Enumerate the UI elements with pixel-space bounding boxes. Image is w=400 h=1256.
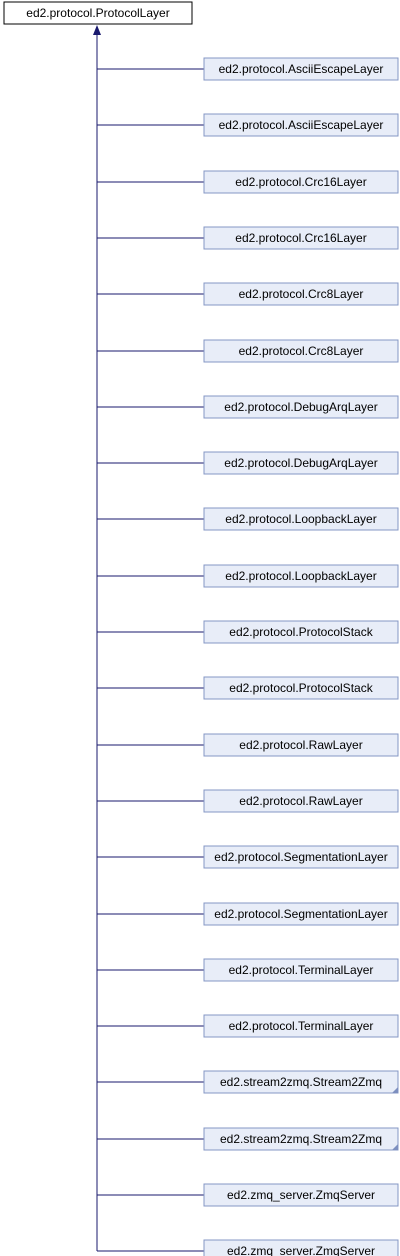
derived-class-label: ed2.protocol.Crc16Layer: [235, 175, 366, 189]
derived-class-node[interactable]: ed2.protocol.AsciiEscapeLayer: [203, 113, 399, 137]
derived-class-node[interactable]: ed2.protocol.AsciiEscapeLayer: [203, 57, 399, 81]
derived-class-node[interactable]: ed2.protocol.ProtocolStack: [203, 620, 399, 644]
derived-class-label: ed2.zmq_server.ZmqServer: [227, 1188, 375, 1202]
derived-class-node[interactable]: ed2.stream2zmq.Stream2Zmq: [203, 1070, 399, 1094]
derived-class-label: ed2.protocol.TerminalLayer: [229, 963, 374, 977]
derived-class-node[interactable]: ed2.protocol.Crc16Layer: [203, 226, 399, 250]
derived-class-label: ed2.zmq_server.ZmqServer: [227, 1244, 375, 1256]
derived-class-node[interactable]: ed2.protocol.TerminalLayer: [203, 1014, 399, 1038]
derived-class-label: ed2.protocol.Crc8Layer: [239, 287, 364, 301]
edges-layer: [93, 25, 204, 1252]
derived-class-node[interactable]: ed2.protocol.Crc8Layer: [203, 282, 399, 306]
truncated-subclasses-icon: [392, 1144, 398, 1150]
derived-class-node[interactable]: ed2.protocol.ProtocolStack: [203, 676, 399, 700]
derived-class-label: ed2.stream2zmq.Stream2Zmq: [220, 1132, 382, 1146]
derived-class-node[interactable]: ed2.protocol.DebugArqLayer: [203, 395, 399, 419]
derived-class-node[interactable]: ed2.protocol.LoopbackLayer: [203, 507, 399, 531]
derived-class-label: ed2.protocol.AsciiEscapeLayer: [219, 62, 384, 76]
derived-class-node[interactable]: ed2.zmq_server.ZmqServer: [203, 1183, 399, 1207]
inheritance-arrowhead-icon: [93, 25, 101, 35]
derived-class-label: ed2.protocol.Crc8Layer: [239, 344, 364, 358]
derived-class-node[interactable]: ed2.protocol.Crc16Layer: [203, 170, 399, 194]
derived-class-label: ed2.protocol.Crc16Layer: [235, 231, 366, 245]
derived-class-label: ed2.protocol.ProtocolStack: [229, 681, 373, 695]
derived-class-label: ed2.stream2zmq.Stream2Zmq: [220, 1075, 382, 1089]
derived-class-label: ed2.protocol.LoopbackLayer: [225, 512, 376, 526]
derived-class-node[interactable]: ed2.protocol.SegmentationLayer: [203, 902, 399, 926]
derived-class-node[interactable]: ed2.protocol.SegmentationLayer: [203, 845, 399, 869]
child-nodes-layer: ed2.protocol.AsciiEscapeLayer ed2.protoco…: [203, 57, 399, 1256]
derived-class-label: ed2.protocol.LoopbackLayer: [225, 569, 376, 583]
root-class-label: ed2.protocol.ProtocolLayer: [26, 6, 169, 20]
derived-class-node[interactable]: ed2.protocol.DebugArqLayer: [203, 451, 399, 475]
derived-class-label: ed2.protocol.SegmentationLayer: [214, 907, 387, 921]
derived-class-label: ed2.protocol.RawLayer: [239, 794, 362, 808]
derived-class-node[interactable]: ed2.protocol.RawLayer: [203, 733, 399, 757]
derived-class-node[interactable]: ed2.protocol.LoopbackLayer: [203, 564, 399, 588]
derived-class-node[interactable]: ed2.protocol.TerminalLayer: [203, 958, 399, 982]
truncated-subclasses-icon: [392, 1087, 398, 1093]
derived-class-label: ed2.protocol.ProtocolStack: [229, 625, 373, 639]
derived-class-node[interactable]: ed2.stream2zmq.Stream2Zmq: [203, 1127, 399, 1151]
derived-class-label: ed2.protocol.DebugArqLayer: [224, 456, 377, 470]
root-class-node[interactable]: ed2.protocol.ProtocolLayer: [3, 1, 193, 25]
derived-class-node[interactable]: ed2.protocol.RawLayer: [203, 789, 399, 813]
derived-class-node[interactable]: ed2.protocol.Crc8Layer: [203, 339, 399, 363]
derived-class-label: ed2.protocol.DebugArqLayer: [224, 400, 377, 414]
derived-class-label: ed2.protocol.TerminalLayer: [229, 1019, 374, 1033]
derived-class-node[interactable]: ed2.zmq_server.ZmqServer: [203, 1239, 399, 1256]
derived-class-label: ed2.protocol.RawLayer: [239, 738, 362, 752]
derived-class-label: ed2.protocol.SegmentationLayer: [214, 850, 387, 864]
derived-class-label: ed2.protocol.AsciiEscapeLayer: [219, 118, 384, 132]
